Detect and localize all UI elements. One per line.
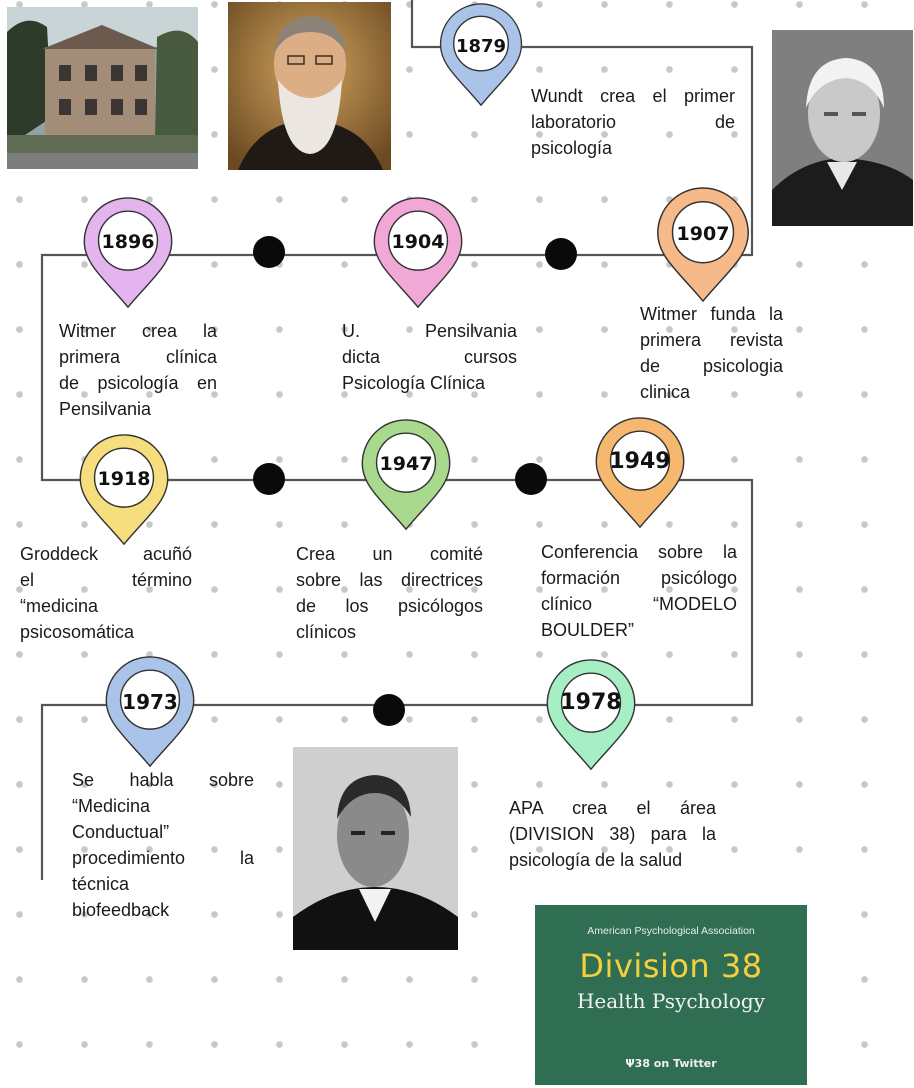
description-line: Crea un comité [296,544,483,564]
description-line: Groddeck acuñó [20,544,192,564]
map-pin-icon [439,3,523,107]
description-line: Conferencia sobre la [541,542,737,562]
milestone-year: 1907 [676,223,730,245]
milestone-description-1879: Wundt crea el primer laboratorio de psicol… [531,83,735,161]
description-line: técnica [72,874,130,894]
description-line: psicología de la salud [509,850,683,870]
timeline-dot [373,694,405,726]
card-social-link[interactable]: Ψ38 on Twitter [625,1057,717,1070]
description-line: Wundt crea el primer [531,86,735,106]
milestone-description-1918: Groddeck acuñó el término “medicina psicoso… [20,541,192,645]
description-line: clínicos [296,622,357,642]
description-line: Witmer crea la [59,321,217,341]
milestone-pin-1918: 1918 [76,433,172,547]
milestone-pin-1907: 1907 [653,186,753,304]
milestone-year: 1918 [97,468,151,490]
map-pin-icon [105,656,195,768]
milestone-description-1949: Conferencia sobre la formación psicólogo c… [541,539,737,643]
description-line: “medicina [20,596,99,616]
map-pin-icon [361,419,451,531]
timeline-dot [253,463,285,495]
milestone-pin-1978: 1978 [543,658,639,772]
map-pin-icon [595,417,685,529]
milestone-year: 1978 [560,690,622,715]
milestone-pin-1973: 1973 [102,655,198,769]
milestone-pin-1904: 1904 [370,196,466,310]
milestone-description-1896: Witmer crea la primera clínica de psicolog… [59,318,217,422]
milestone-description-1907: Witmer funda la primera revista de psicolo… [640,301,783,405]
map-pin-icon [83,197,173,309]
description-line: de los psicólogos [296,596,483,616]
description-line: BOULDER” [541,620,635,640]
card-title: Division 38 [579,947,763,985]
milestone-year: 1904 [391,231,445,253]
description-line: de psicologia [640,356,783,376]
milestone-pin-1879: 1879 [437,2,525,108]
description-line: formación psicólogo [541,568,737,588]
white-haired-man-portrait [772,30,913,226]
description-line: Se habla sobre [72,770,254,790]
description-line: Pensilvania [59,399,152,419]
description-line: el término [20,570,192,590]
description-line: dicta cursos [342,347,517,367]
description-line: laboratorio de [531,112,735,132]
milestone-description-1947: Crea un comité sobre las directrices de lo… [296,541,483,645]
description-line: U. Pensilvania [342,321,517,341]
card-subtitle: Health Psychology [576,989,766,1013]
description-line: procedimiento la [72,848,254,868]
description-line: biofeedback [72,900,170,920]
description-line: clínico “MODELO [541,594,737,614]
description-line: primera revista [640,330,783,350]
map-pin-icon [546,659,636,771]
description-line: de psicología en [59,373,217,393]
map-pin-icon [373,197,463,309]
man-portrait-black-white [293,747,458,950]
description-line: sobre las directrices [296,570,483,590]
map-pin-icon [657,187,749,303]
building-photo [7,7,198,169]
description-line: Conductual” [72,822,170,842]
map-pin-icon [79,434,169,546]
bearded-man-portrait [228,2,391,170]
card-organization: American Psychological Association [587,925,755,937]
milestone-pin-1947: 1947 [358,418,454,532]
description-line: Witmer funda la [640,304,783,324]
milestone-year: 1947 [379,453,433,475]
timeline-dot [253,236,285,268]
description-line: APA crea el área [509,798,716,818]
milestone-year: 1949 [609,449,671,474]
milestone-year: 1896 [101,231,155,253]
description-line: Psicología Clínica [342,373,486,393]
timeline-dot [515,463,547,495]
division-38-card: American Psychological Association Divis… [535,905,807,1085]
description-line: psicología [531,138,613,158]
milestone-pin-1949: 1949 [592,416,688,530]
description-line: (DIVISION 38) para la [509,824,716,844]
milestone-description-1978: APA crea el área (DIVISION 38) para la psi… [509,795,716,873]
milestone-year: 1879 [455,36,507,57]
milestone-pin-1896: 1896 [80,196,176,310]
timeline-dot [545,238,577,270]
description-line: “Medicina [72,796,151,816]
milestone-year: 1973 [122,690,178,714]
description-line: psicosomática [20,622,135,642]
description-line: clinica [640,382,691,402]
description-line: primera clínica [59,347,217,367]
